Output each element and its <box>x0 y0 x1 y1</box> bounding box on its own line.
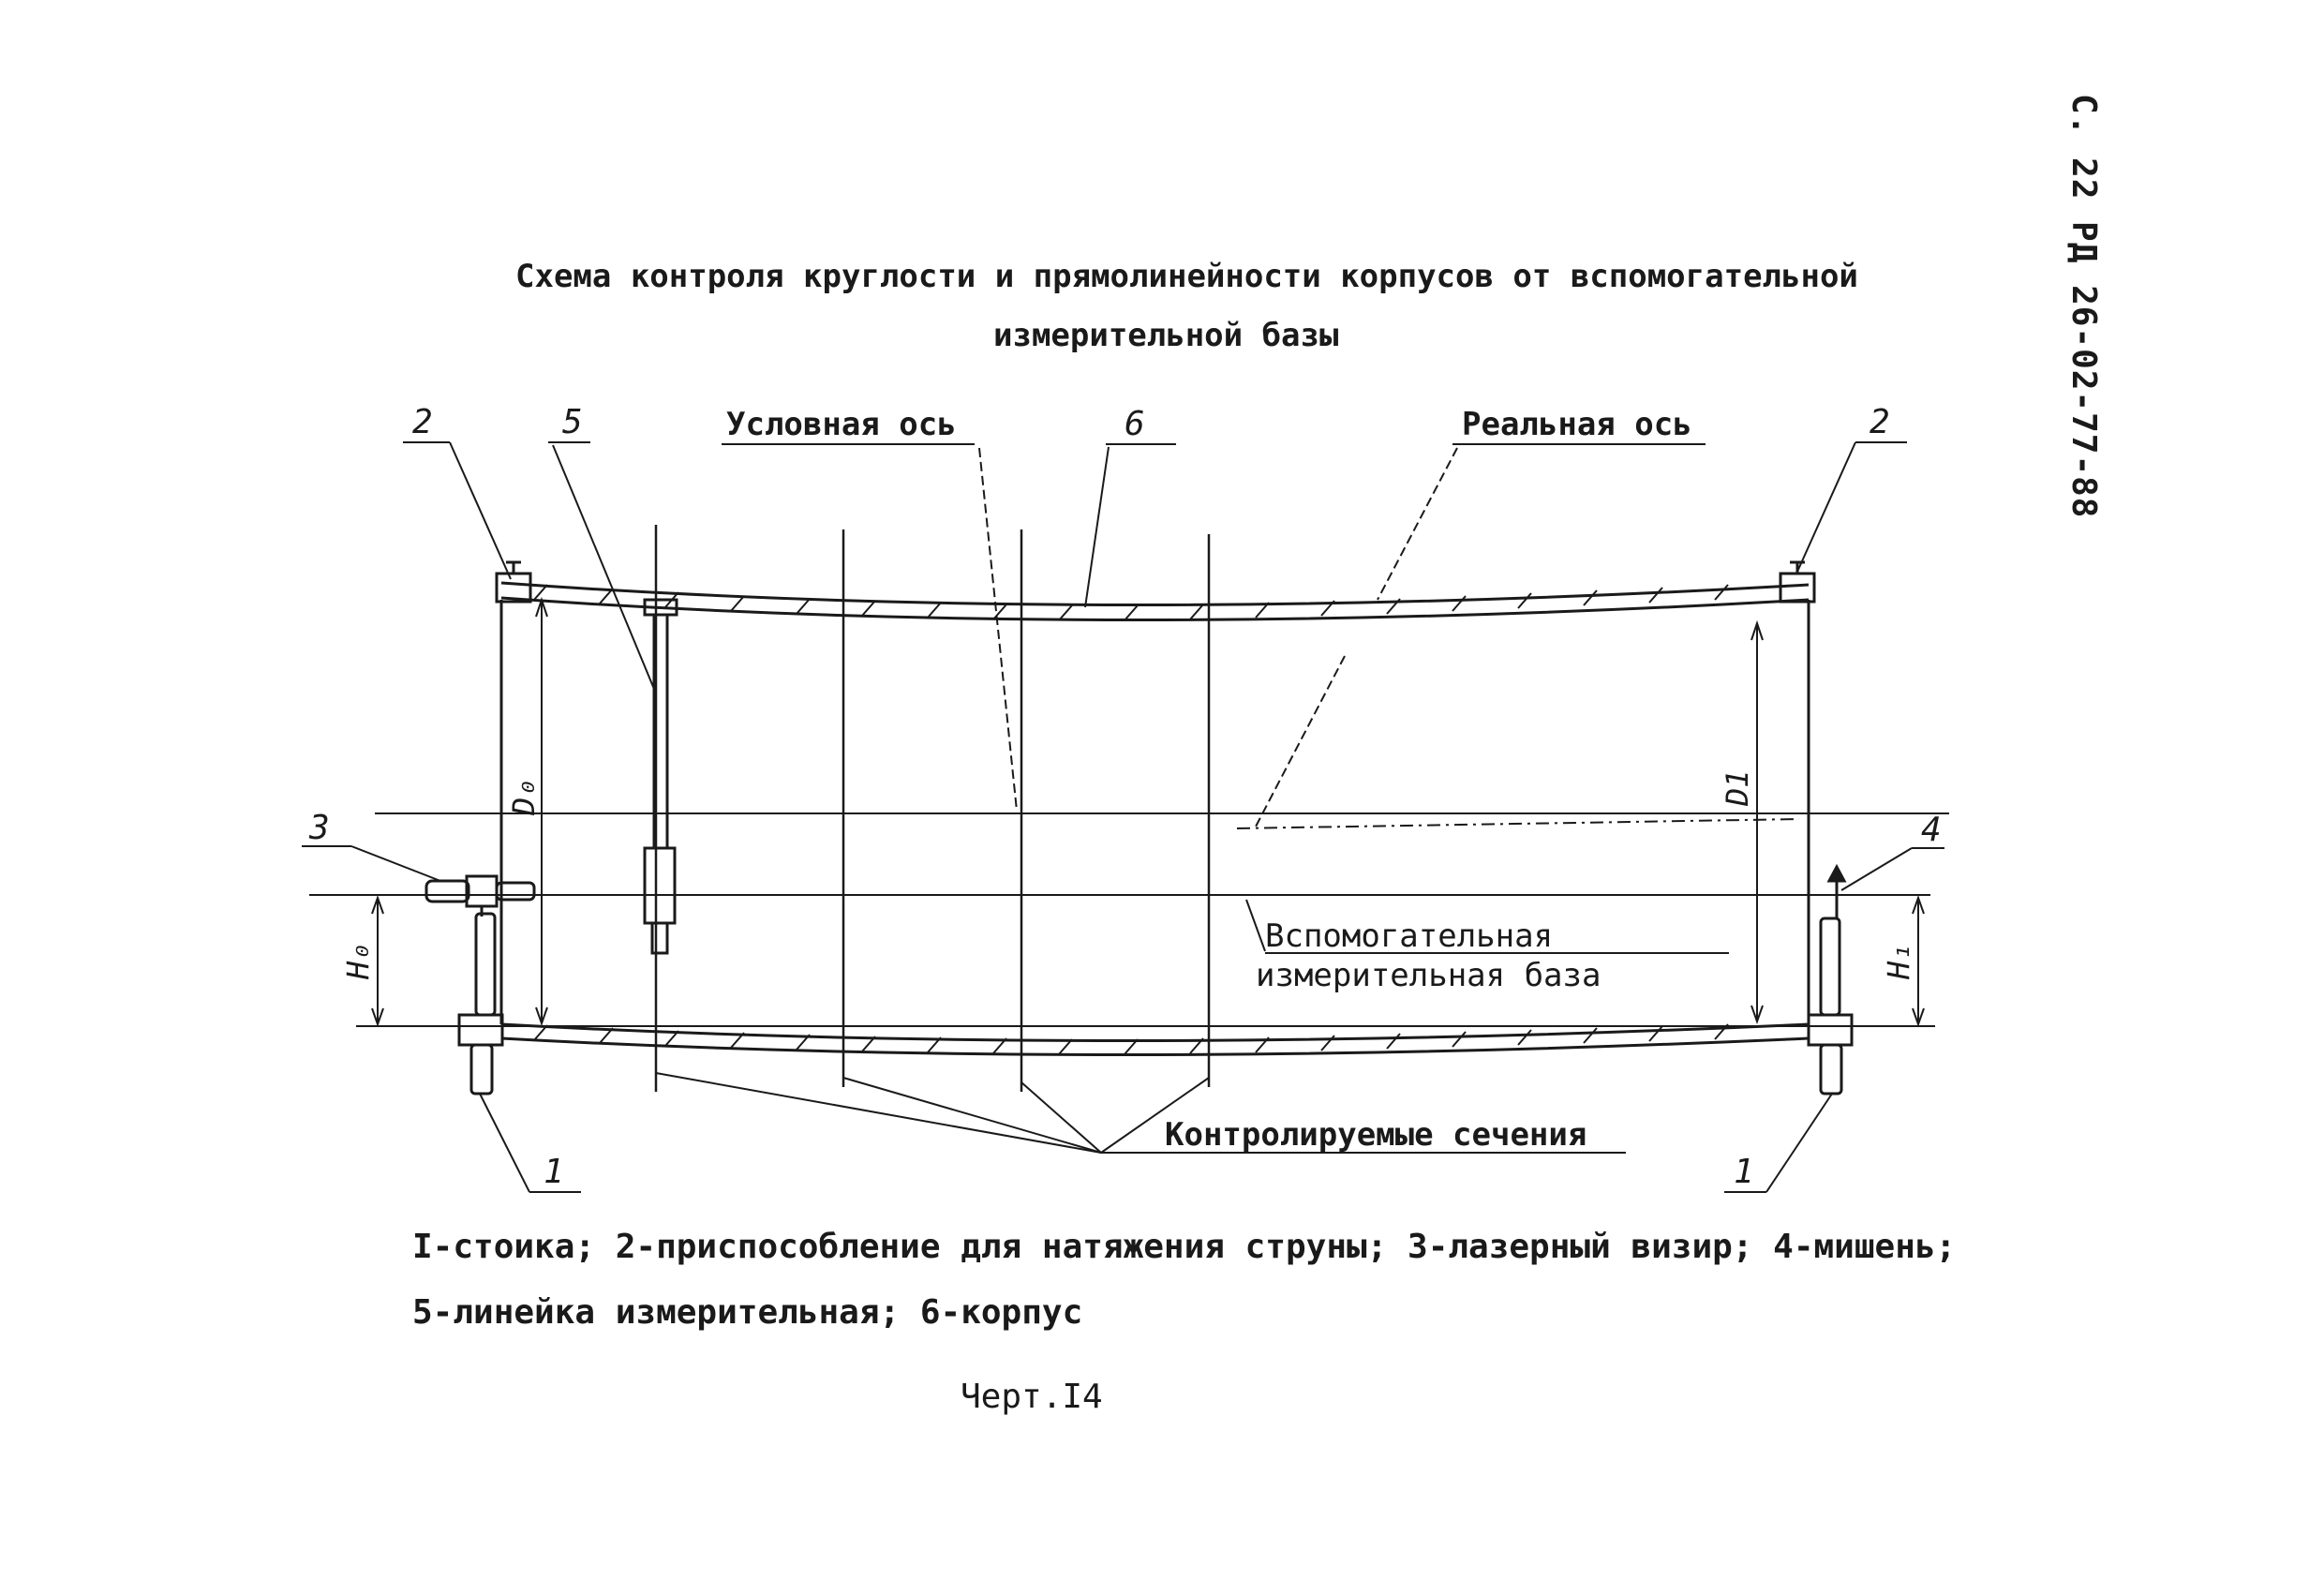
target <box>1826 863 1847 918</box>
dimension-H1 <box>1912 894 1925 1028</box>
legend-line2: 5-линейка измерительная; 6-корпус <box>412 1293 1083 1332</box>
dim-label-D0: D₀ <box>506 779 542 816</box>
figure-caption: Черт.I4 <box>961 1378 1103 1416</box>
callout-5: 5 <box>562 403 583 441</box>
diagram-title-line2: измерительной базы <box>993 317 1339 354</box>
cross-section-lines <box>654 525 1211 1092</box>
callout-4: 4 <box>1921 811 1942 849</box>
dimension-H0 <box>371 894 384 1028</box>
tension-device-right <box>1779 572 1816 604</box>
hull-bottom-wall <box>500 1022 1810 1056</box>
callout-2-left: 2 <box>412 403 433 441</box>
legend-line1: I-стоика; 2-приспособление для натяжения… <box>412 1228 1957 1266</box>
dim-label-D1: D1 <box>1720 769 1755 807</box>
dim-label-H0: H₀ <box>340 943 376 980</box>
stand-right-post <box>1819 917 1841 1017</box>
label-conventional-axis: Условная ось <box>726 406 957 443</box>
callout-1-right: 1 <box>1734 1153 1754 1191</box>
label-controlled-sections: Контролируемые сечения <box>1165 1116 1587 1154</box>
stand-left-foot <box>469 1043 494 1096</box>
callout-3: 3 <box>308 809 330 847</box>
label-auxiliary-base-line2: измерительная база <box>1256 957 1601 994</box>
stand-right-foot <box>1819 1043 1843 1096</box>
callout-1-left: 1 <box>544 1153 564 1191</box>
stand-left-post <box>474 912 497 1017</box>
label-real-axis: Реальная ось <box>1462 406 1692 443</box>
label-auxiliary-base-line1: Вспомогательная <box>1265 917 1553 955</box>
dimension-D0 <box>535 596 548 1027</box>
leader-lines <box>302 441 1944 1193</box>
dim-label-H1: H₁ <box>1881 943 1916 980</box>
diagram-title-line1: Схема контроля круглости и прямолинейнос… <box>515 258 1858 295</box>
stand-left-clamp <box>457 1013 504 1047</box>
laser-sight <box>425 874 536 917</box>
callout-6: 6 <box>1125 405 1145 443</box>
callout-2-right: 2 <box>1870 403 1890 441</box>
stand-right-clamp <box>1807 1013 1854 1047</box>
measuring-ruler <box>643 598 678 955</box>
hull-top-wall <box>500 581 1810 621</box>
dimension-D1 <box>1750 619 1764 1025</box>
real-axis-line <box>1236 818 1800 829</box>
